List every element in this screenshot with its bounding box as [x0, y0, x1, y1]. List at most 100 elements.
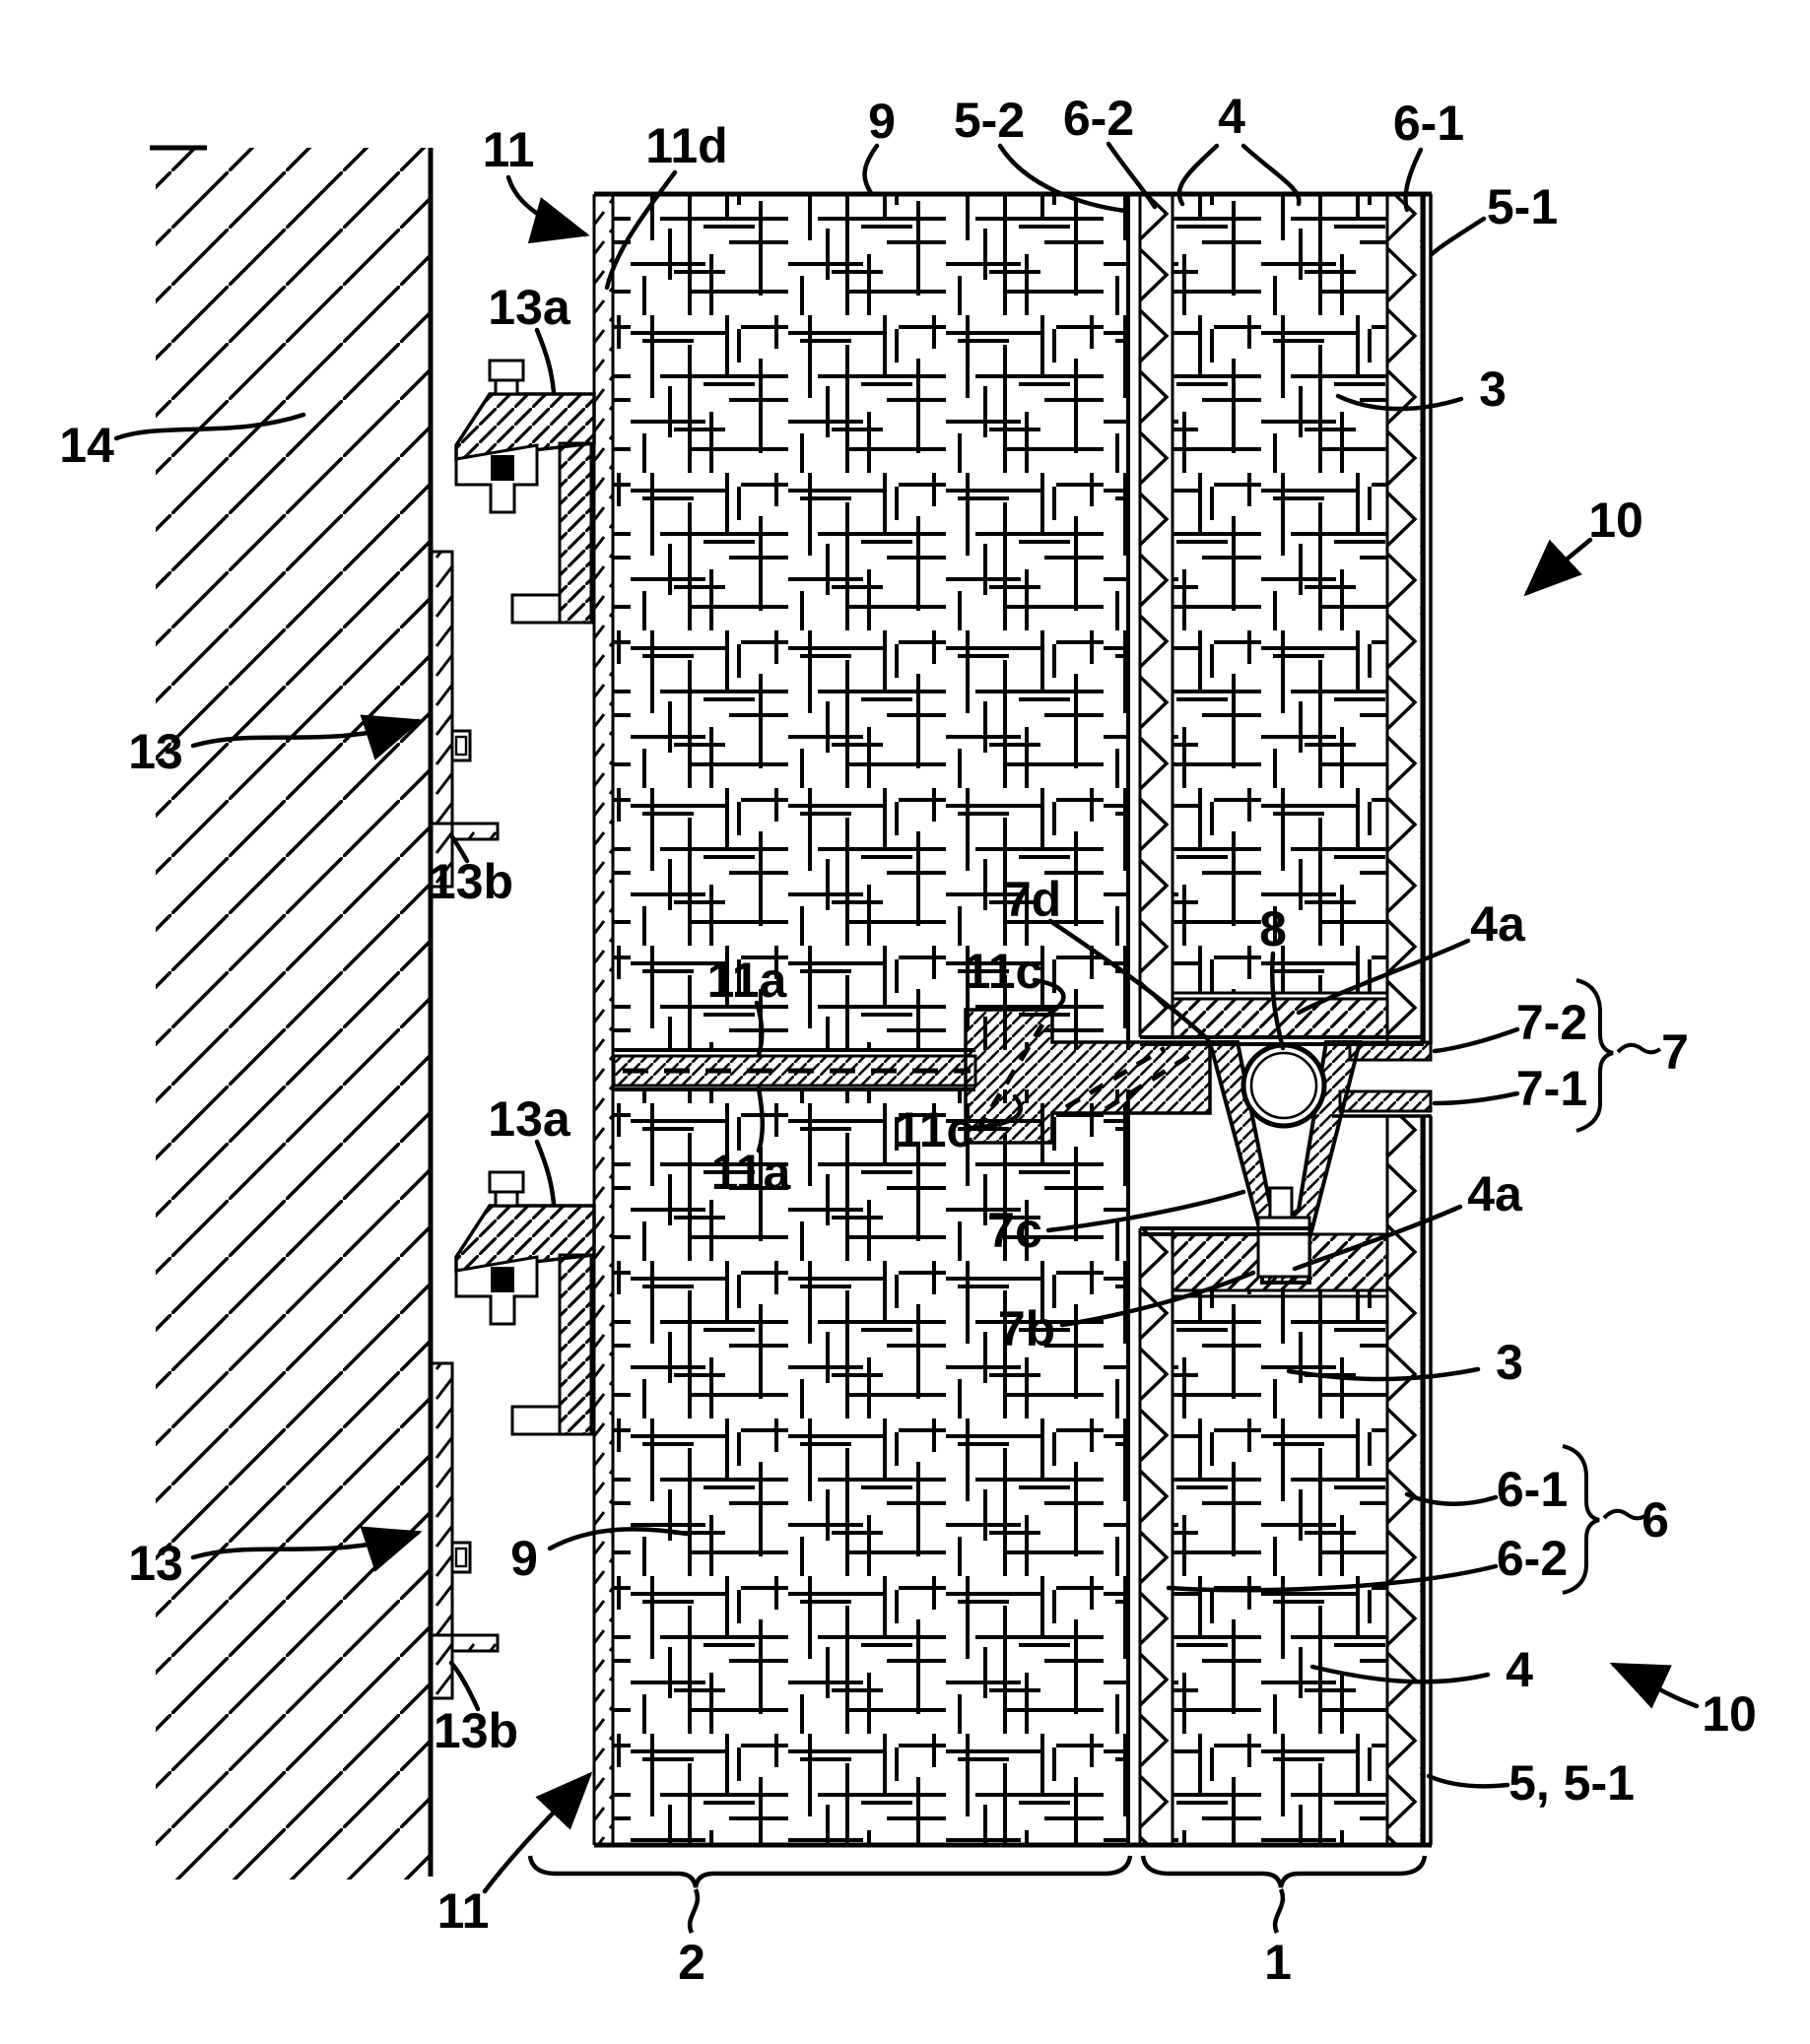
leader-11-bottom [482, 1771, 593, 1894]
leader-13-upper [190, 714, 423, 760]
label-10-11: 10 [1588, 493, 1643, 548]
leader-11c-upper [1032, 977, 1066, 1019]
joint-layer-11a [612, 1054, 977, 1088]
label-7d-14: 7d [1004, 872, 1061, 927]
channel-stem [1268, 1186, 1294, 1220]
adhesive-6-2-upper [1140, 194, 1173, 1037]
leader-11a-lower [756, 1086, 766, 1154]
brace-panel-1 [1140, 1855, 1428, 1888]
label-11-0: 11 [483, 122, 535, 177]
leader-8 [1269, 951, 1286, 1051]
leader-4-top [1176, 143, 1302, 207]
leader-4a-upper [1296, 938, 1471, 1016]
joint-profile-7 [1207, 1040, 1433, 1285]
leader-7-2 [1432, 1026, 1520, 1054]
leader-10-lower [1609, 1662, 1700, 1709]
label-6-1-29: 6-1 [1497, 1462, 1568, 1517]
leader-6-1-lower [1404, 1491, 1499, 1506]
label-5-5-1-37: 5, 5-1 [1508, 1755, 1635, 1811]
label-13a-23: 13a [488, 1091, 571, 1147]
label-7-20: 7 [1661, 1024, 1689, 1080]
leader-13b-lower [448, 1660, 481, 1712]
facing-5-1-upper [1422, 194, 1433, 1044]
label-13b-36: 13b [434, 1703, 518, 1758]
building-wall [150, 145, 434, 1879]
adhesive-6-1-upper [1387, 194, 1422, 1044]
leader-lines [113, 141, 1700, 1894]
label-1-40: 1 [1264, 1935, 1292, 1990]
leader-11c-lower [968, 1093, 1023, 1131]
label-4a-16: 4a [1470, 896, 1526, 952]
label-11a-24: 11a [711, 1145, 792, 1200]
leader-13a-lower [534, 1139, 557, 1207]
leader-6-2-lower [1166, 1563, 1499, 1593]
core-4-lower [1173, 1290, 1387, 1845]
leader-7c [1045, 1189, 1246, 1233]
leader-4a-lower [1292, 1204, 1463, 1272]
label-4-34: 4 [1506, 1642, 1533, 1697]
levelling-layer-11 [592, 194, 615, 1845]
label-2-39: 2 [678, 1935, 705, 1990]
flange-7-2 [1348, 1040, 1433, 1062]
label-4a-25: 4a [1467, 1166, 1523, 1221]
label-7-2-19: 7-2 [1516, 995, 1587, 1050]
leader-4-lower [1309, 1664, 1491, 1684]
leader-5-5-1 [1426, 1773, 1510, 1789]
leader-3-lower [1286, 1366, 1481, 1382]
panel-1-upper [1138, 191, 1433, 1046]
panel2-edges [594, 191, 1140, 1848]
leader-14 [113, 412, 306, 441]
label-13b-13: 13b [429, 854, 513, 909]
adhesive-6-2-lower [1140, 1228, 1173, 1845]
leader-11-top [505, 174, 590, 244]
label-6-30: 6 [1642, 1492, 1669, 1548]
leader-6-2-top [1106, 141, 1158, 210]
label-11c-18: 11c [964, 944, 1043, 999]
leader-5-2 [997, 143, 1128, 214]
bracket-7-group [1575, 978, 1614, 1133]
label-13-12: 13 [128, 724, 183, 779]
leader-6-1-top [1403, 147, 1424, 213]
label-3-28: 3 [1496, 1335, 1523, 1390]
label-7b-27: 7b [998, 1301, 1055, 1356]
brace-panel-2 [527, 1855, 1133, 1888]
leader-5-1-top [1429, 216, 1487, 257]
label-11-38: 11 [437, 1883, 490, 1939]
leader-3-upper [1335, 393, 1464, 412]
label-11d-1: 11d [645, 118, 727, 173]
leader-11d [604, 169, 678, 291]
core-4-upper [1173, 194, 1387, 993]
panel2-lower-core-9 [614, 1089, 1128, 1845]
facing-5-1-lower [1422, 1116, 1433, 1845]
label-6-2-4: 6-2 [1063, 91, 1134, 146]
leader-7b [1059, 1270, 1256, 1328]
label-5-2-3: 5-2 [954, 93, 1025, 148]
label-14-10: 14 [59, 418, 114, 473]
label-10-35: 10 [1702, 1686, 1757, 1742]
panel-1-lower [1138, 1116, 1433, 1848]
label-3-9: 3 [1479, 362, 1507, 417]
braces [527, 1855, 1428, 1935]
label-7-1-21: 7-1 [1516, 1061, 1587, 1116]
label-11c-22: 11c [895, 1102, 974, 1157]
gasket-8 [1240, 1042, 1327, 1129]
adhesive-6-1-lower [1387, 1116, 1422, 1845]
panel2-joint-edges [614, 1048, 975, 1091]
leader-11a-upper [754, 1000, 765, 1058]
label-9-32: 9 [510, 1531, 538, 1586]
label-13-33: 13 [128, 1536, 183, 1591]
label-5-1-7: 5-1 [1487, 179, 1558, 234]
label-6-2-31: 6-2 [1497, 1531, 1568, 1586]
panel-2 [594, 191, 1140, 1848]
bracket-6-group [1562, 1444, 1600, 1595]
flange-7-1 [1338, 1089, 1433, 1113]
group-brackets [1562, 978, 1662, 1595]
leader-13-lower [190, 1526, 423, 1572]
leader-13b-upper [448, 832, 470, 864]
leader-10-upper [1523, 537, 1593, 597]
leader-13a-upper [534, 327, 557, 395]
label-13a-8: 13a [488, 280, 571, 335]
